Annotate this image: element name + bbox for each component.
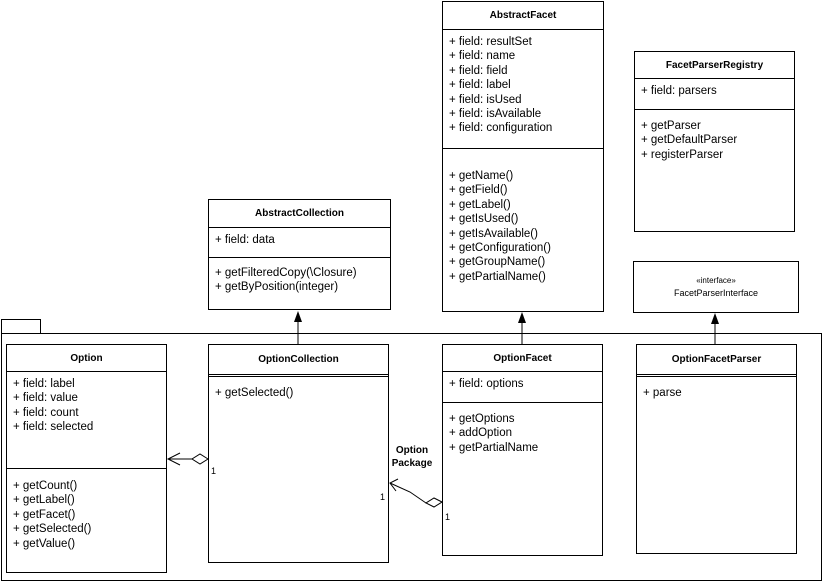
method-item: + getGroupName() <box>449 256 546 269</box>
open-arrow-head <box>389 478 399 492</box>
package-label: Option Package <box>386 444 438 470</box>
method-item: + getFilteredCopy(\Closure) <box>215 267 357 279</box>
multiplicity-label: 1 <box>380 492 386 502</box>
aggregation-diamond <box>191 453 209 465</box>
methods-section: + getFilteredCopy(\Closure) + getByPosit… <box>209 257 390 295</box>
connector-line <box>389 482 427 504</box>
method-item: + getParser <box>641 120 701 132</box>
class-facet-parser-registry[interactable]: FacetParserRegistry + field: parsers + g… <box>634 51 795 232</box>
package-label-line: Option <box>395 445 429 456</box>
method-item: + getByPosition(integer) <box>215 281 339 294</box>
class-name: OptionFacetParser <box>637 345 796 377</box>
field-item: + field: parsers <box>641 85 717 97</box>
methods-section: + getCount() + getLabel() + getFacet() +… <box>7 468 166 551</box>
method-item: + getIsAvailable() <box>449 227 538 240</box>
fields-section: + field: data <box>209 228 390 257</box>
method-item: + getName() <box>449 170 514 182</box>
arrow-head <box>711 313 719 324</box>
interface-name: FacetParserInterface <box>673 288 759 298</box>
method-item: + getFacet() <box>13 508 76 521</box>
method-item: + getSelected() <box>13 523 92 536</box>
interface-facet-parser[interactable]: «interface» FacetParserInterface <box>633 261 799 313</box>
multiplicity-label: 1 <box>445 512 451 522</box>
method-item: + registerParser <box>641 148 724 161</box>
fields-section: + field: parsers <box>635 79 794 109</box>
class-option-facet[interactable]: OptionFacet + field: options + getOption… <box>442 344 603 556</box>
class-name: AbstractFacet <box>443 2 603 30</box>
field-item: + field: count <box>13 406 79 419</box>
field-item: + field: selected <box>13 421 94 434</box>
field-item: + field: resultSet <box>449 36 532 48</box>
interface-stereotype: «interface» <box>696 276 736 285</box>
field-item: + field: configuration <box>449 122 553 135</box>
option-package-frame <box>1 333 822 581</box>
arrow-head <box>294 311 302 322</box>
package-tab <box>1 319 41 334</box>
fields-section: + field: resultSet + field: name + field… <box>443 30 603 148</box>
class-name: OptionCollection <box>209 345 388 377</box>
class-option-collection[interactable]: OptionCollection + getSelected() <box>208 344 389 563</box>
field-item: + field: field <box>449 64 508 77</box>
field-item: + field: options <box>449 378 524 390</box>
methods-section: + getParser + getDefaultParser + registe… <box>635 109 794 162</box>
methods-section: + getSelected() <box>209 377 388 400</box>
method-item: + getPartialName <box>449 441 539 454</box>
method-item: + getConfiguration() <box>449 242 551 255</box>
arrow-head <box>518 312 526 323</box>
methods-section: + parse <box>637 377 796 400</box>
methods-section: + getOptions + addOption + getPartialNam… <box>443 402 602 455</box>
methods-section: + getName() + getField() + getLabel() + … <box>443 148 603 284</box>
method-item: + getIsUsed() <box>449 213 519 226</box>
aggregation-diamond <box>424 497 444 508</box>
class-name: Option <box>7 345 166 372</box>
field-item: + field: isUsed <box>449 93 522 106</box>
field-item: + field: label <box>13 378 75 390</box>
method-item: + getValue() <box>13 537 76 550</box>
open-arrow-head <box>166 452 181 466</box>
fields-section: + field: label + field: value + field: c… <box>7 372 166 468</box>
method-item: + getLabel() <box>449 198 511 211</box>
class-name: AbstractCollection <box>209 200 390 228</box>
package-label-line: Package <box>391 458 433 469</box>
method-item: + getOptions <box>449 413 515 425</box>
method-item: + getField() <box>449 184 508 197</box>
field-item: + field: label <box>449 79 511 92</box>
method-item: + parse <box>643 387 682 399</box>
method-item: + getLabel() <box>13 494 75 507</box>
class-name: FacetParserRegistry <box>635 52 794 79</box>
class-option-facet-parser[interactable]: OptionFacetParser + parse <box>636 344 797 554</box>
class-name: OptionFacet <box>443 345 602 372</box>
fields-section: + field: options <box>443 372 602 402</box>
field-item: + field: isAvailable <box>449 108 542 121</box>
class-option[interactable]: Option + field: label + field: value + f… <box>6 344 167 573</box>
multiplicity-label: 1 <box>211 466 217 476</box>
class-abstract-collection[interactable]: AbstractCollection + field: data + getFi… <box>208 199 391 310</box>
class-abstract-facet[interactable]: AbstractFacet + field: resultSet + field… <box>442 1 604 312</box>
method-item: + getDefaultParser <box>641 134 738 147</box>
method-item: + getCount() <box>13 480 78 492</box>
method-item: + getPartialName() <box>449 270 546 283</box>
field-item: + field: data <box>215 234 275 246</box>
method-item: + getSelected() <box>215 387 294 399</box>
field-item: + field: name <box>449 50 516 63</box>
field-item: + field: value <box>13 392 78 405</box>
method-item: + addOption <box>449 427 512 440</box>
